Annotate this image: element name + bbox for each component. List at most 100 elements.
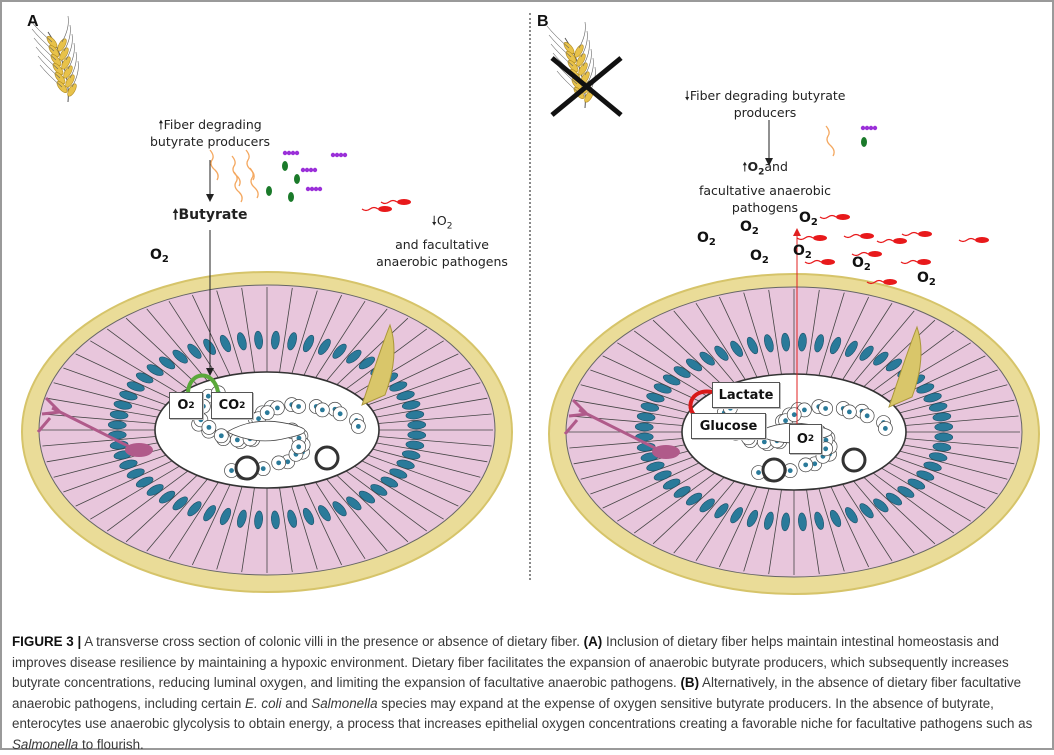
purple-bacteria-chain [282,150,300,156]
cell-wall [718,486,758,568]
immune-cell-nucleus [791,412,797,418]
nucleus [934,422,954,432]
nucleus [781,332,790,352]
nucleus [764,511,774,530]
panel-a-pathogen-text: 🠗O2 and facultative anaerobic pathogens [376,213,508,269]
wheat-awn [546,25,570,49]
cell-wall [853,310,915,384]
vessel [841,447,867,473]
butyrate-producer [209,149,219,181]
nucleus [407,430,427,440]
immune-cell-nucleus [823,437,829,443]
nucleus [829,509,842,528]
cell-wall [354,465,444,520]
cell-wall [106,470,189,532]
pathogen-flagellum [804,259,822,265]
immune-cell-nucleus [256,416,261,422]
wheat-grain [567,60,579,72]
vessel [761,457,787,483]
pathogen [866,279,897,285]
nucleus [332,501,347,517]
cell-wall [191,484,231,566]
green-bacterium [282,161,288,171]
cell-wall [602,355,700,402]
nucleus [401,400,421,410]
wheat-awn [69,51,77,79]
immune-cell-nucleus [319,407,325,413]
cell-wall [146,478,208,552]
immune-cell-nucleus [355,424,361,429]
nucleus [346,349,362,364]
cell-wall [372,382,481,412]
wheat-awn [71,60,79,88]
nucleus [332,343,347,359]
immune-cell-nucleus [296,435,302,441]
purple-bacterium [317,186,323,192]
wheat-awn [65,33,73,61]
pathogen-flagellum [900,259,918,265]
cell-wall [863,477,936,545]
cell-wall [905,415,1019,426]
cell-wall [695,302,746,380]
cell-wall [830,296,870,378]
cell-wall [326,308,388,382]
pathogen-flagellum [866,279,884,285]
purple-bacterium [860,125,866,131]
cell-wall [326,478,388,552]
pathogen [843,233,874,239]
wheat-awn [582,39,590,67]
nucleus [405,410,425,420]
pathogen-body [821,259,835,265]
cell-wall [378,436,492,447]
nucleus [302,507,315,526]
purple-bacteria-chain [860,125,878,131]
figure-illustration [21,15,1040,595]
nucleus [873,498,889,513]
butyrate-producer [231,155,241,187]
cell-wall [241,287,255,373]
pathogen-flagellum [901,231,919,237]
butyrate-producer [245,149,255,181]
panel-b-oxygen-label: O2 [740,219,759,237]
nucleus [254,330,263,350]
pathogen-body [397,199,411,205]
nucleus [287,509,297,528]
purple-bacterium [868,125,874,131]
nucleus [358,356,376,370]
nucleus [318,505,331,522]
cell-wall [768,489,782,575]
nucleus [885,492,903,506]
cell-wall [291,290,318,374]
pathogen-flagellum [819,214,837,220]
cell-wall [842,302,893,380]
pathogen-body [836,214,850,220]
nucleus [346,496,362,511]
wheat-awn [35,46,59,70]
pathogen-body [975,237,989,243]
purple-bacterium [294,150,300,156]
wheat-awn [586,57,594,85]
purple-bacterium [286,150,292,156]
cell-wall [216,486,243,570]
panel-b-oxygen-label: O2 [917,270,936,288]
panel-b-oxygen-label: O2 [799,210,818,228]
purple-bacterium [309,186,315,192]
cell-wall [241,487,255,573]
cell-wall [652,319,725,387]
cell-wall [806,489,820,575]
cell-wall [75,460,173,507]
nucleus [271,510,280,530]
nucleus [829,336,842,355]
cell-wall [617,342,707,397]
nucleus [662,478,681,490]
nucleus [781,512,790,532]
nucleus [634,422,654,432]
nucleus [923,392,942,403]
down-arrow-icon: 🠗 [684,88,690,103]
panel-b-lactate-box: Lactate [712,382,780,408]
immune-cell-nucleus [296,404,302,409]
nucleus [814,511,824,530]
wheat-icon [29,15,79,103]
purple-bacterium [330,152,336,158]
